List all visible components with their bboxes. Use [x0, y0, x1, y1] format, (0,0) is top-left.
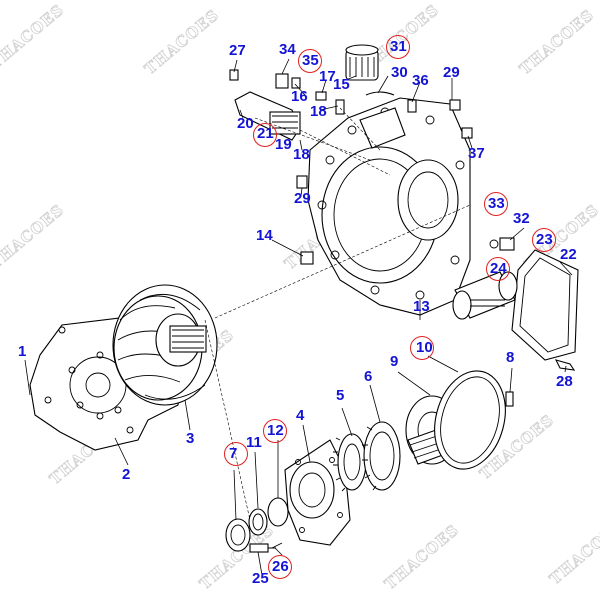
watermark: THACOES: [0, 201, 67, 273]
shaft-and-ring-drawing: [405, 370, 514, 470]
watermark: THACOES: [546, 516, 600, 588]
callout-6[interactable]: 6: [364, 368, 373, 385]
watermark: THACOES: [141, 6, 222, 78]
highlight-ring-7: [224, 442, 248, 466]
torque-converter-drawing: [112, 284, 218, 406]
gears-drawing: [333, 421, 401, 492]
callout-9[interactable]: 9: [390, 353, 399, 370]
callout-30[interactable]: 30: [391, 64, 408, 81]
highlight-ring-33: [484, 192, 508, 216]
highlight-ring-12: [263, 419, 287, 443]
seal-and-pump-drawing: [225, 439, 351, 553]
callout-22[interactable]: 22: [560, 246, 577, 263]
cover-and-tube-drawing: [452, 237, 579, 371]
highlight-ring-26: [268, 555, 292, 579]
callout-17[interactable]: 17: [319, 68, 336, 85]
callout-20[interactable]: 20: [237, 115, 254, 132]
housing-drawing: [307, 97, 471, 316]
callout-34[interactable]: 34: [279, 41, 296, 58]
callout-18[interactable]: 18: [293, 146, 310, 163]
leader-lines: [24, 58, 573, 576]
callout-16[interactable]: 16: [291, 88, 308, 105]
callout-18[interactable]: 18: [310, 103, 327, 120]
highlight-ring-23: [532, 228, 556, 252]
watermark: THACOES: [381, 521, 462, 593]
callout-28[interactable]: 28: [556, 373, 573, 390]
filter-and-valve-drawing: [229, 44, 473, 265]
callout-27[interactable]: 27: [229, 42, 246, 59]
callout-29[interactable]: 29: [294, 190, 311, 207]
callout-1[interactable]: 3: [186, 430, 195, 447]
highlight-ring-35: [298, 49, 322, 73]
callout-29[interactable]: 29: [443, 64, 460, 81]
callout-32[interactable]: 32: [513, 210, 530, 227]
highlight-ring-10: [410, 336, 434, 360]
highlight-ring-21: [253, 123, 277, 147]
callout-5[interactable]: 5: [336, 387, 345, 404]
callout-15[interactable]: 15: [333, 76, 350, 93]
callout-36[interactable]: 36: [412, 72, 429, 89]
callout-11[interactable]: 11: [246, 434, 262, 451]
watermark: THACOES: [516, 6, 597, 78]
highlight-ring-31: [386, 35, 410, 59]
watermark: THACOES: [0, 1, 67, 73]
highlight-ring-24: [486, 257, 510, 281]
callout-3[interactable]: 1: [18, 343, 27, 360]
callout-19[interactable]: 19: [275, 136, 292, 153]
callout-25[interactable]: 25: [252, 570, 269, 587]
callout-4[interactable]: 4: [296, 407, 305, 424]
callout-2[interactable]: 2: [122, 466, 131, 483]
callout-13[interactable]: 13: [413, 298, 430, 315]
callout-8[interactable]: 8: [506, 349, 515, 366]
callout-14[interactable]: 14: [256, 227, 273, 244]
callout-37[interactable]: 37: [468, 145, 485, 162]
